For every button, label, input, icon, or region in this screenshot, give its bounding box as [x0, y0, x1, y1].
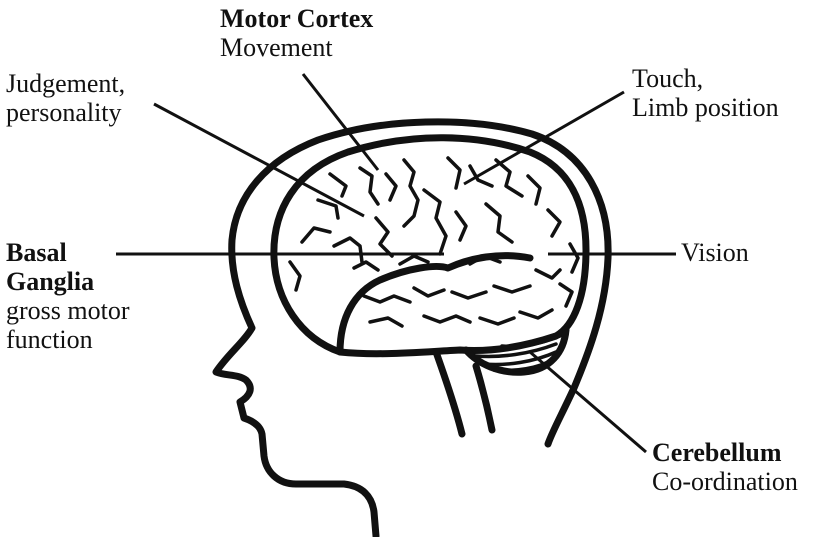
- judgement-line1: Judgement,: [6, 69, 125, 98]
- touch-line2: Limb position: [632, 93, 779, 122]
- vision-text: Vision: [681, 238, 749, 267]
- judgement-label: Judgement, personality: [6, 69, 125, 127]
- touch-label: Touch, Limb position: [632, 64, 779, 122]
- brain-stem-left: [436, 352, 462, 434]
- motor-cortex-label: Motor Cortex Movement: [220, 4, 373, 62]
- judgement-line2: personality: [6, 98, 125, 127]
- basal-ganglia-title-line2: Ganglia: [6, 267, 130, 296]
- temporal-lobe-outline: [340, 256, 530, 352]
- brain-stem-right: [476, 366, 492, 430]
- basal-ganglia-desc-line1: gross motor: [6, 296, 130, 325]
- touch-line1: Touch,: [632, 64, 779, 93]
- cerebellum-title: Cerebellum: [652, 438, 798, 467]
- brain-folds: [290, 158, 578, 326]
- brain-outline: [274, 138, 586, 354]
- motor-cortex-title: Motor Cortex: [220, 4, 373, 33]
- leader-lines: [116, 74, 676, 452]
- basal-ganglia-title-line1: Basal: [6, 238, 130, 267]
- cerebellum-label: Cerebellum Co-ordination: [652, 438, 798, 496]
- vision-label: Vision: [681, 238, 749, 267]
- basal-ganglia-label: Basal Ganglia gross motor function: [6, 238, 130, 354]
- motor-cortex-desc: Movement: [220, 33, 373, 62]
- basal-ganglia-desc-line2: function: [6, 325, 130, 354]
- cerebellum-desc: Co-ordination: [652, 467, 798, 496]
